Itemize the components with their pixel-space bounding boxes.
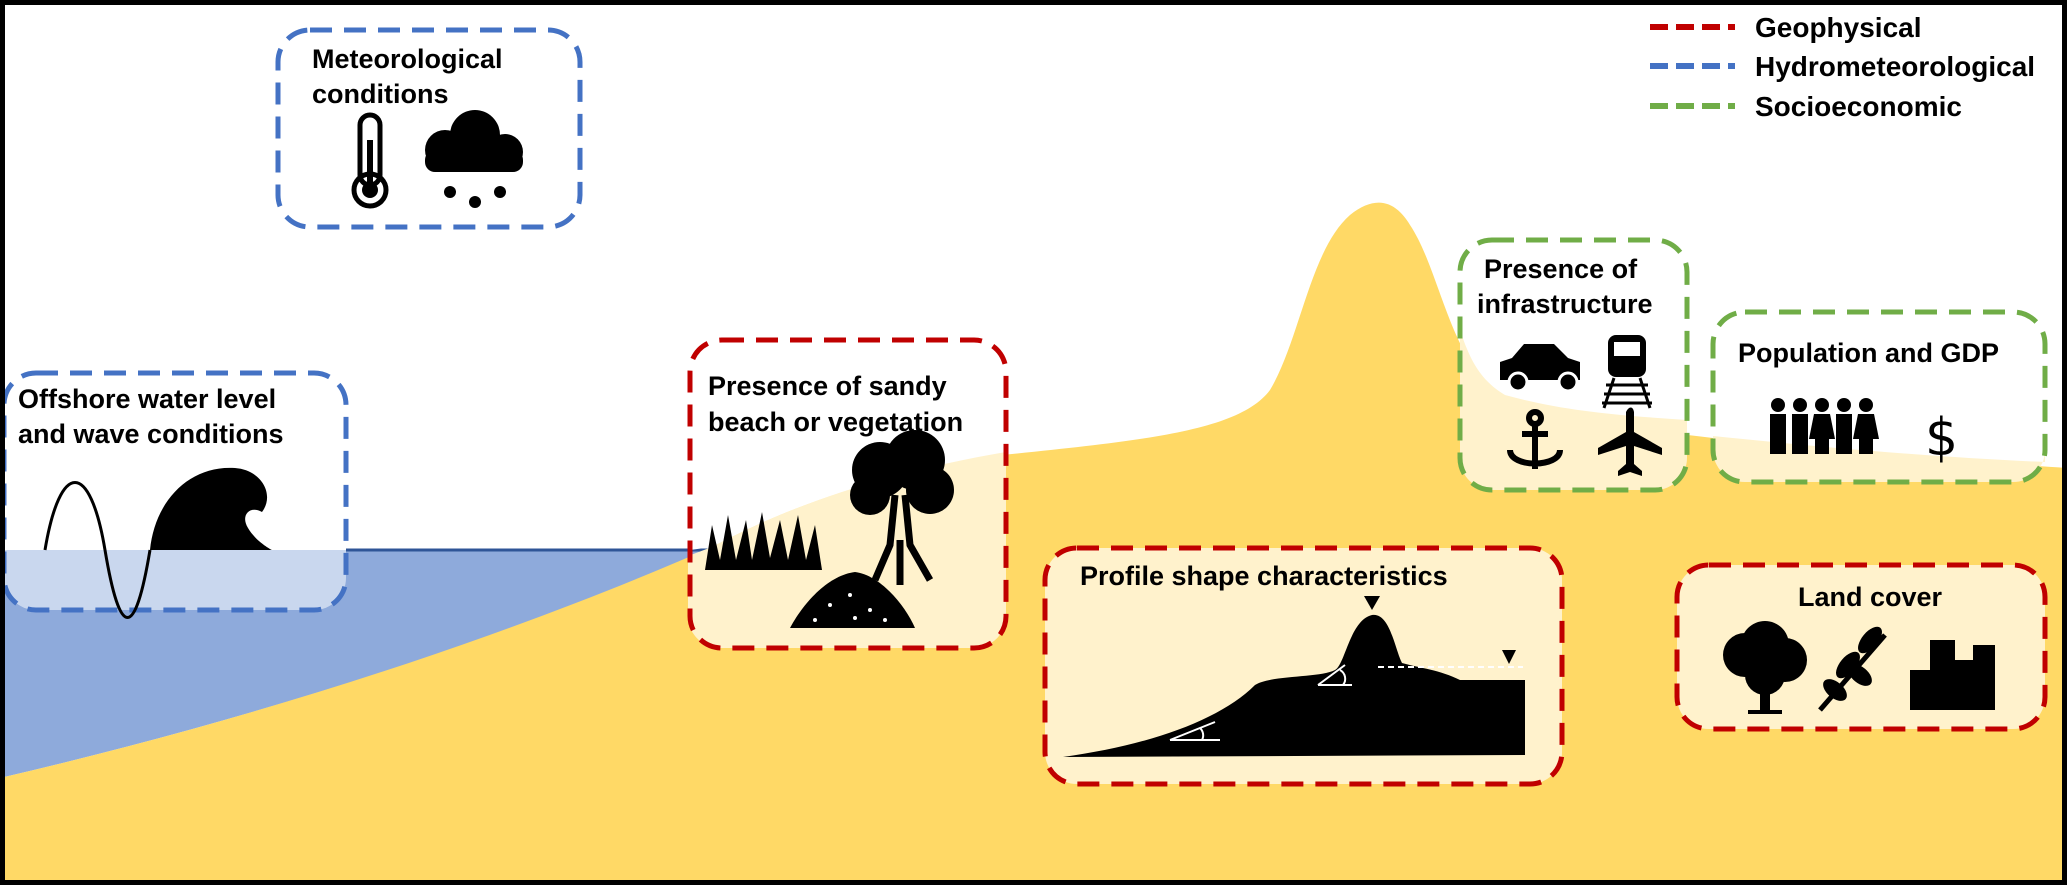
legend-item-socioeconomic: Socioeconomic [1650, 91, 1962, 122]
box-title-line1: Meteorological [312, 44, 503, 74]
box-title-line2: and wave conditions [18, 419, 284, 449]
infrastructure-box: Presence of infrastructure [1457, 237, 1690, 493]
legend-label: Geophysical [1755, 12, 1922, 43]
anchor-icon [1507, 409, 1563, 469]
dollar-sign-icon: $ [1925, 408, 1958, 468]
buildings-icon [1910, 640, 1995, 710]
train-icon [1602, 335, 1652, 409]
leaf-branch-icon [1818, 626, 1887, 712]
box-title-line2: conditions [312, 79, 449, 109]
breaking-wave-icon [150, 467, 272, 550]
rain-cloud-icon [425, 110, 523, 208]
peak-marker-icon [1364, 596, 1380, 610]
people-icon [1770, 398, 1879, 454]
tree-icon [1723, 621, 1807, 714]
box-title-line1: Land cover [1798, 582, 1943, 612]
mangrove-tree-icon [850, 430, 954, 585]
legend-item-hydrometeorological: Hydrometeorological [1650, 51, 2035, 82]
car-icon [1500, 344, 1580, 393]
slope-angle-icon [1169, 664, 1352, 741]
sine-wave-icon [43, 481, 152, 619]
legend: Geophysical Hydrometeorological Socioeco… [1650, 12, 2035, 122]
legend-label: Socioeconomic [1755, 91, 1962, 122]
sand-pile-icon [790, 572, 915, 628]
box-title-line1: Population and GDP [1738, 338, 1999, 368]
box-title-line2: infrastructure [1477, 289, 1653, 319]
population-gdp-box: Population and GDP $ [1710, 309, 2048, 485]
box-title-line1: Offshore water level [18, 384, 276, 414]
profile-shape-box: Profile shape characteristics [1042, 545, 1565, 787]
legend-label: Hydrometeorological [1755, 51, 2035, 82]
profile-silhouette-icon [1063, 614, 1525, 757]
water-level-marker-icon [1502, 650, 1516, 664]
thermometer-icon [351, 112, 389, 209]
box-title-line1: Presence of sandy [708, 371, 947, 401]
box-title-line1: Presence of [1484, 254, 1638, 284]
airplane-icon [1598, 407, 1662, 476]
meteorological-conditions-box: Meteorological conditions [275, 27, 583, 230]
land-cover-box: Land cover [1674, 562, 2048, 732]
box-title-line1: Profile shape characteristics [1080, 561, 1448, 591]
offshore-water-level-box: Offshore water level and wave conditions [1, 370, 349, 619]
grass-icon [705, 512, 822, 570]
legend-item-geophysical: Geophysical [1650, 12, 1922, 43]
sandy-beach-vegetation-box: Presence of sandy beach or vegetation [687, 337, 1009, 651]
